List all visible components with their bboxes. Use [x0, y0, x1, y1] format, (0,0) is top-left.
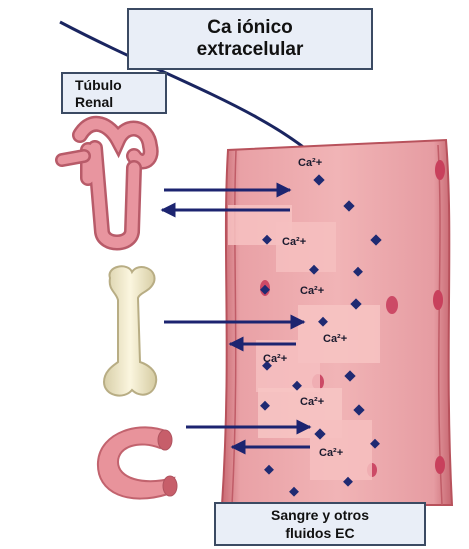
title-line-1: Ca iónico [207, 17, 293, 39]
tubulo-line-1: Túbulo [75, 77, 165, 94]
red-blood-cell-icon [435, 456, 445, 474]
title-line-2: extracelular [197, 39, 304, 61]
ion-label: Ca²+ [300, 285, 324, 297]
tubulo-label-box: Túbulo Renal [61, 72, 167, 114]
bone-icon [104, 266, 156, 395]
ion-label: Ca²+ [319, 447, 343, 459]
sangre-label-box: Sangre y otros fluidos EC [214, 502, 426, 546]
ion-label: Ca²+ [263, 353, 287, 365]
tubulo-line-2: Renal [75, 94, 165, 111]
title-box: Ca iónico extracelular [127, 8, 373, 70]
sangre-line-2: fluidos EC [285, 524, 354, 542]
ion-label: Ca²+ [298, 157, 322, 169]
ion-label: Ca²+ [282, 236, 306, 248]
renal-tubule-icon [62, 124, 151, 243]
ion-label: Ca²+ [300, 396, 324, 408]
red-blood-cell-icon [433, 290, 443, 310]
intestine-icon [98, 427, 177, 498]
ion-label: Ca²+ [323, 333, 347, 345]
sangre-line-1: Sangre y otros [271, 506, 369, 524]
red-blood-cell-icon [386, 296, 398, 314]
red-blood-cell-icon [435, 160, 445, 180]
